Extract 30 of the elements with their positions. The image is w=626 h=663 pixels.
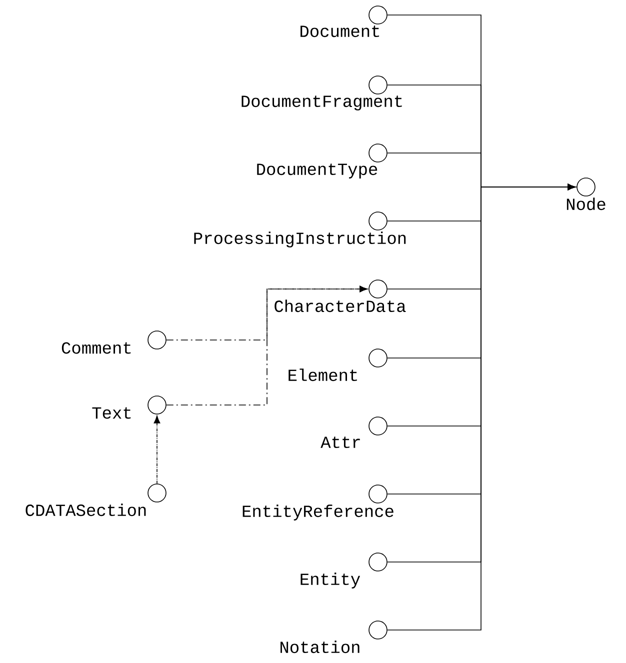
interface-node: Entity	[300, 552, 388, 588]
node-label: Text	[92, 407, 131, 419]
node-label: Node	[566, 198, 606, 210]
connector	[166, 286, 368, 406]
interface-node: Node	[566, 178, 606, 210]
interface-node: CDATASection	[26, 484, 166, 516]
interface-node: Notation	[280, 620, 388, 654]
node-label: Notation	[280, 640, 360, 654]
node-label: Comment	[62, 342, 131, 354]
interface-node: CharacterData	[274, 280, 406, 312]
interface-node: Document	[300, 6, 388, 38]
node-label: ProcessingInstruction	[194, 232, 406, 248]
interface-node: Attr	[320, 416, 388, 448]
connector	[154, 416, 160, 484]
interface-node: EntityReference	[242, 484, 394, 520]
node-label: CharacterData	[274, 300, 406, 312]
node-label: Entity	[300, 572, 360, 588]
interface-node: DocumentType	[257, 144, 388, 178]
node-label: DocumentType	[257, 164, 378, 178]
node-label: Attr	[320, 436, 360, 448]
interface-node: ProcessingInstruction	[194, 212, 406, 248]
interface-node: Element	[288, 348, 388, 382]
node-label: Document	[300, 26, 380, 38]
interface-node: Comment	[62, 330, 166, 354]
node-label: Element	[288, 368, 357, 382]
node-label: DocumentFragment	[242, 96, 402, 110]
interface-node: DocumentFragment	[242, 76, 402, 110]
node-label: EntityReference	[242, 504, 394, 520]
interface-node: Text	[92, 396, 166, 419]
node-label: CDATASection	[26, 504, 146, 516]
